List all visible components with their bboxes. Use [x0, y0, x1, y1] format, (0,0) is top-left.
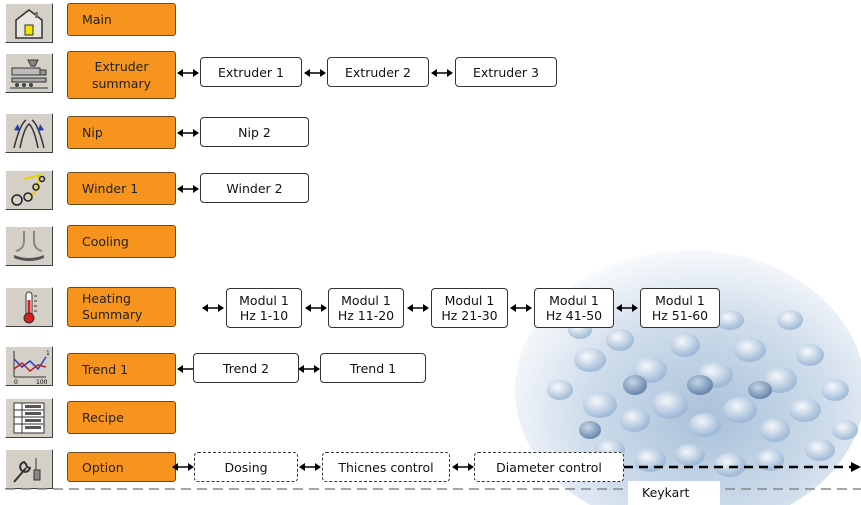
bidirectional-arrow-icon: [304, 69, 326, 77]
main-button[interactable]: Main: [67, 3, 176, 36]
bidirectional-arrow-icon: [407, 304, 429, 312]
module-label: Modul 1: [549, 293, 599, 308]
diameter-control-box[interactable]: Diameter control: [474, 452, 624, 482]
house-icon[interactable]: [5, 3, 53, 43]
bidirectional-arrow-icon: [172, 463, 194, 471]
thicnes-control-box[interactable]: Thicnes control: [322, 452, 450, 482]
recipe-button[interactable]: Recipe: [67, 401, 176, 434]
keykart-caption: Keykart: [628, 481, 720, 505]
continuation-arrow: [624, 462, 861, 472]
winder-1-button[interactable]: Winder 1: [67, 172, 176, 205]
module-label: Modul 1: [341, 293, 391, 308]
bottom-dashed-divider: [5, 488, 861, 490]
extruder-1-box[interactable]: Extruder 1: [200, 57, 302, 87]
svg-text:0: 0: [14, 379, 18, 385]
extruder-2-box[interactable]: Extruder 2: [327, 57, 429, 87]
module-label: Modul 1: [655, 293, 705, 308]
svg-text:100: 100: [36, 379, 48, 385]
bidirectional-arrow-icon: [616, 304, 638, 312]
bidirectional-arrow-icon: [177, 69, 199, 77]
zone-range-label: Hz 21-30: [441, 308, 498, 323]
bidirectional-arrow-icon: [299, 463, 321, 471]
nip-2-box[interactable]: Nip 2: [200, 117, 309, 147]
bidirectional-arrow-icon: [452, 463, 474, 471]
module-label: Modul 1: [444, 293, 495, 308]
trend-2-box[interactable]: Trend 2: [193, 353, 299, 383]
option-icon[interactable]: [5, 449, 53, 489]
recipe-icon[interactable]: [5, 398, 53, 438]
winder-icon[interactable]: [5, 170, 53, 210]
bidirectional-arrow-icon: [177, 185, 199, 193]
bidirectional-arrow-icon: [177, 129, 199, 137]
svg-text:1: 1: [46, 350, 50, 357]
bidirectional-arrow-icon: [431, 69, 453, 77]
bidirectional-arrow-icon: [298, 365, 320, 373]
bidirectional-arrow-icon: [202, 304, 224, 312]
zone-range-label: Hz 41-50: [545, 308, 603, 323]
winder-2-box[interactable]: Winder 2: [200, 173, 309, 203]
trend-icon[interactable]: 0 100 1: [5, 346, 53, 386]
module-label: Modul 1: [239, 293, 289, 308]
thermometer-icon[interactable]: [5, 287, 53, 327]
extruder-3-box[interactable]: Extruder 3: [455, 57, 557, 87]
extruder-summary-button[interactable]: Extruder summary: [67, 51, 176, 99]
cooling-button[interactable]: Cooling: [67, 225, 176, 258]
extruder-icon[interactable]: [5, 53, 53, 93]
trend-1-box[interactable]: Trend 1: [320, 353, 426, 383]
nip-icon[interactable]: [5, 113, 53, 153]
cooling-icon[interactable]: [5, 226, 53, 266]
trend-1-button[interactable]: Trend 1: [67, 353, 176, 386]
bidirectional-arrow-icon: [305, 304, 327, 312]
option-button[interactable]: Option: [67, 452, 176, 482]
zone-range-label: Hz 51-60: [651, 308, 709, 323]
dosing-box[interactable]: Dosing: [194, 452, 298, 482]
bidirectional-arrow-icon: [510, 304, 532, 312]
zone-range-label: Hz 1-10: [239, 308, 289, 323]
zone-range-label: Hz 11-20: [337, 308, 395, 323]
heating-summary-button[interactable]: Heating Summary: [67, 287, 176, 327]
nip-button[interactable]: Nip: [67, 116, 176, 149]
